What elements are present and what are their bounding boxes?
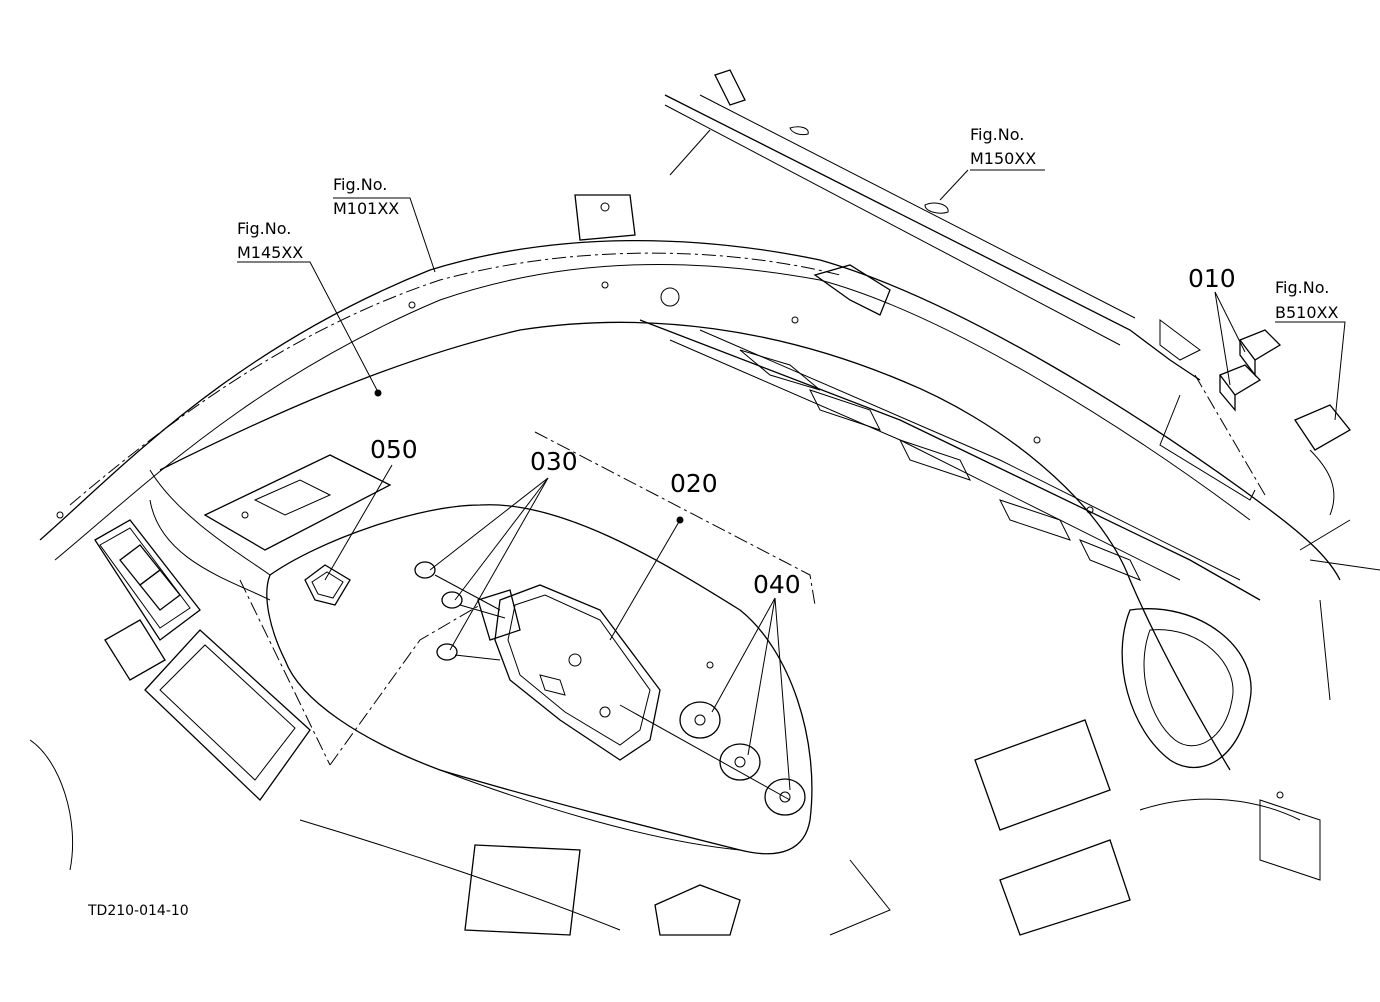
svg-text:Fig.No.: Fig.No. (333, 175, 387, 194)
svg-text:M145XX: M145XX (237, 243, 303, 262)
fig-ref-m150: Fig.No. M150XX (970, 125, 1036, 168)
part-number-030: 030 (530, 447, 578, 476)
part-number-020: 020 (670, 469, 718, 498)
svg-text:M150XX: M150XX (970, 149, 1036, 168)
leader-lines (237, 169, 1346, 791)
reference-dot (374, 389, 382, 397)
svg-text:M101XX: M101XX (333, 199, 399, 218)
reference-dot (676, 516, 684, 524)
cab-roof-drawing (29, 69, 1380, 936)
fig-ref-m101: Fig.No. M101XX (333, 175, 399, 218)
svg-text:Fig.No.: Fig.No. (237, 219, 291, 238)
bulbs-030 (414, 561, 506, 661)
part-number-010: 010 (1188, 264, 1236, 293)
svg-text:B510XX: B510XX (1275, 303, 1338, 322)
fig-ref-m145: Fig.No. M145XX (237, 219, 303, 262)
svg-text:Fig.No.: Fig.No. (1275, 278, 1329, 297)
part-number-040: 040 (753, 570, 801, 599)
grommet-050 (304, 564, 351, 606)
part-number-050: 050 (370, 435, 418, 464)
light-unit-020 (477, 584, 661, 761)
drawing-code: TD210-014-10 (87, 903, 189, 919)
svg-text:Fig.No.: Fig.No. (970, 125, 1024, 144)
fig-ref-b510: Fig.No. B510XX (1275, 278, 1338, 322)
relay-010-parts (1159, 319, 1351, 516)
discs-040 (619, 701, 806, 816)
